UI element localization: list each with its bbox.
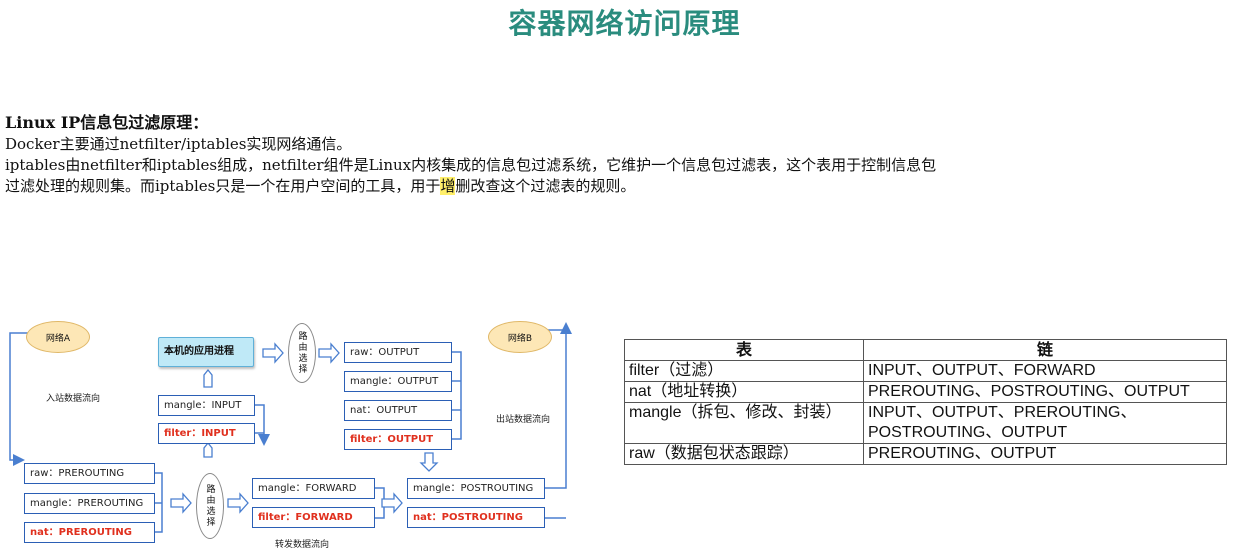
router-top: 路由选择 (288, 323, 316, 383)
inbound-line (9, 332, 28, 466)
inbound-label: 入站数据流向 (46, 394, 101, 404)
tables-chains-table: 表 链 filter（过滤） INPUT、OUTPUT、FORWARD nat（… (624, 339, 1227, 465)
network-b-cloud: 网络B (488, 321, 552, 353)
nat-prerouting-box: nat：PREROUTING (24, 522, 155, 543)
table-cell: filter（过滤） (624, 360, 864, 382)
table-row: nat（地址转换） PREROUTING、POSTROUTING、OUTPUT (624, 381, 1227, 403)
table-cell: INPUT、OUTPUT、FORWARD (863, 360, 1227, 382)
intro-highlight: 增 (440, 177, 456, 195)
table-row: mangle（拆包、修改、封装） INPUT、OUTPUT、PREROUTING… (624, 402, 1227, 444)
mangle-output-box: mangle：OUTPUT (344, 371, 452, 392)
table-row: filter（过滤） INPUT、OUTPUT、FORWARD (624, 360, 1227, 382)
intro-line-2: iptables由netfilter和iptables组成，netfilter组… (5, 156, 937, 174)
raw-output-box: raw：OUTPUT (344, 342, 452, 363)
filter-forward-box: filter：FORWARD (252, 507, 375, 528)
header-chain: 链 (863, 339, 1227, 361)
intro-line-3: 过滤处理的规则集。而iptables只是一个在用户空间的工具，用于增删改查这个过… (5, 176, 1245, 197)
intro-heading: Linux IP信息包过滤原理： (5, 113, 209, 132)
outbound-line (545, 322, 572, 489)
nat-output-box: nat：OUTPUT (344, 400, 452, 421)
network-a-cloud: 网络A (26, 321, 90, 353)
table-cell: INPUT、OUTPUT、PREROUTING、POSTROUTING、OUTP… (863, 402, 1227, 444)
filter-input-box: filter：INPUT (158, 423, 255, 444)
mangle-prerouting-box: mangle：PREROUTING (24, 493, 155, 514)
netfilter-flow-diagram: 网络A 网络B 入站数据流向 出站数据流向 转发数据流向 本机的应用进程 路由选… (0, 315, 590, 550)
raw-prerouting-box: raw：PREROUTING (24, 463, 155, 484)
intro-section: Linux IP信息包过滤原理： Docker主要通过netfilter/ipt… (5, 112, 1245, 197)
mangle-input-box: mangle：INPUT (158, 395, 255, 416)
mangle-postrouting-box: mangle：POSTROUTING (407, 478, 545, 499)
table-row: raw（数据包状态跟踪） PREROUTING、OUTPUT (624, 443, 1227, 465)
local-app-process: 本机的应用进程 (158, 337, 254, 367)
forward-label: 转发数据流向 (275, 540, 330, 550)
table-cell: raw（数据包状态跟踪） (624, 443, 864, 465)
intro-line-3-a: 过滤处理的规则集。而iptables只是一个在用户空间的工具，用于 (5, 177, 441, 195)
router-bottom: 路由选择 (196, 473, 224, 539)
intro-line-3-b: 删改查这个过滤表的规则。 (455, 177, 636, 195)
outbound-label: 出站数据流向 (496, 415, 551, 425)
filter-output-box: filter：OUTPUT (344, 429, 452, 450)
table-cell: mangle（拆包、修改、封装） (624, 402, 864, 444)
header-table: 表 (624, 339, 864, 361)
table-header-row: 表 链 (624, 339, 1227, 361)
table-cell: PREROUTING、OUTPUT (863, 443, 1227, 465)
nat-postrouting-box: nat：POSTROUTING (407, 507, 545, 528)
table-cell: PREROUTING、POSTROUTING、OUTPUT (863, 381, 1227, 403)
intro-line-1: Docker主要通过netfilter/iptables实现网络通信。 (5, 135, 352, 153)
page-title: 容器网络访问原理 (508, 7, 741, 40)
mangle-forward-box: mangle：FORWARD (252, 478, 375, 499)
table-cell: nat（地址转换） (624, 381, 864, 403)
